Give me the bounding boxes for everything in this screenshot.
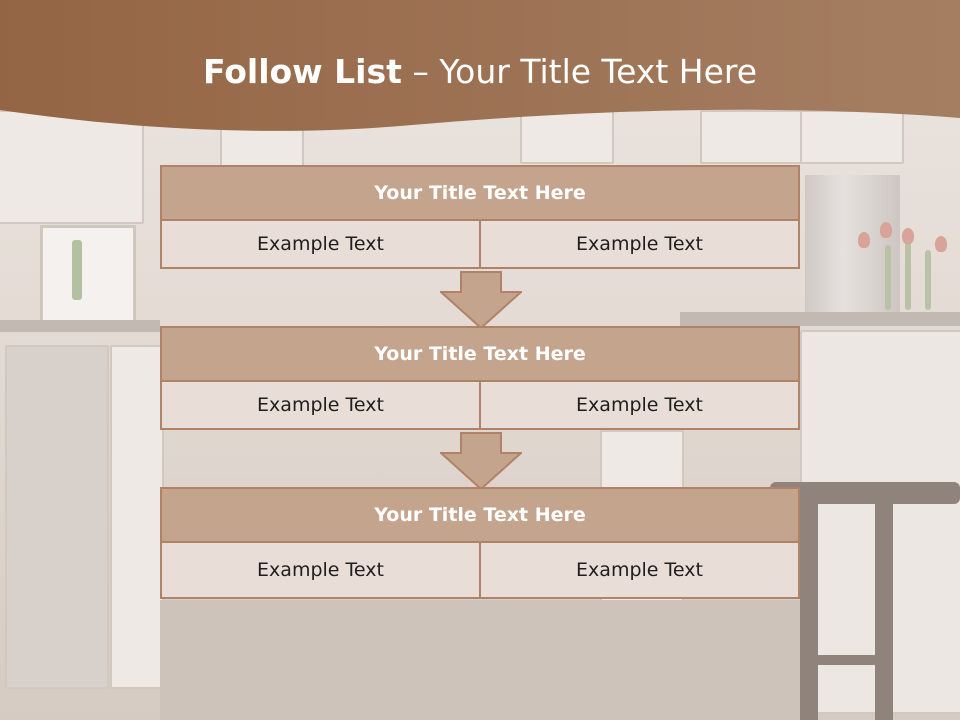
page-title-rest: – Your Title Text Here	[401, 52, 758, 91]
down-arrow-icon	[440, 432, 522, 490]
block-cell-right: Example Text	[481, 221, 800, 269]
flow-block-2: Your Title Text Here Example Text Exampl…	[160, 326, 800, 430]
header-banner	[0, 0, 960, 131]
block-cell-right: Example Text	[481, 382, 800, 430]
block-row: Example Text Example Text	[160, 543, 800, 599]
down-arrow-icon	[440, 271, 522, 329]
block-row: Example Text Example Text	[160, 382, 800, 430]
flow-block-1: Your Title Text Here Example Text Exampl…	[160, 165, 800, 269]
block-cell-left: Example Text	[160, 221, 481, 269]
flow-block-3: Your Title Text Here Example Text Exampl…	[160, 487, 800, 599]
block-cell-left: Example Text	[160, 543, 481, 599]
block-cell-right: Example Text	[481, 543, 800, 599]
page-title: Follow List – Your Title Text Here	[203, 52, 757, 91]
block-cell-left: Example Text	[160, 382, 481, 430]
block-title: Your Title Text Here	[160, 165, 800, 221]
block-row: Example Text Example Text	[160, 221, 800, 269]
block-title: Your Title Text Here	[160, 487, 800, 543]
page-title-bold: Follow List	[203, 52, 402, 91]
block-title: Your Title Text Here	[160, 326, 800, 382]
